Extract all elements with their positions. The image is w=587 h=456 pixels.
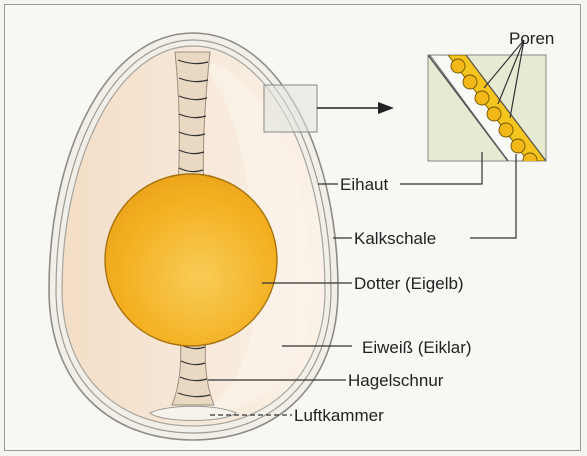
- label-eihaut: Eihaut: [340, 175, 388, 194]
- label-luftkammer: Luftkammer: [294, 406, 384, 425]
- label-dotter: Dotter (Eigelb): [354, 274, 464, 293]
- zoom-arrowhead: [378, 102, 394, 114]
- label-hagelschnur: Hagelschnur: [348, 371, 444, 390]
- shell-detail-view: [428, 55, 546, 167]
- label-eiweiss: Eiweiß (Eiklar): [362, 338, 472, 357]
- air-chamber: [150, 406, 236, 420]
- zoom-box: [264, 85, 317, 132]
- label-kalkschale: Kalkschale: [354, 229, 436, 248]
- label-poren: Poren: [509, 29, 554, 48]
- yolk: [105, 174, 277, 346]
